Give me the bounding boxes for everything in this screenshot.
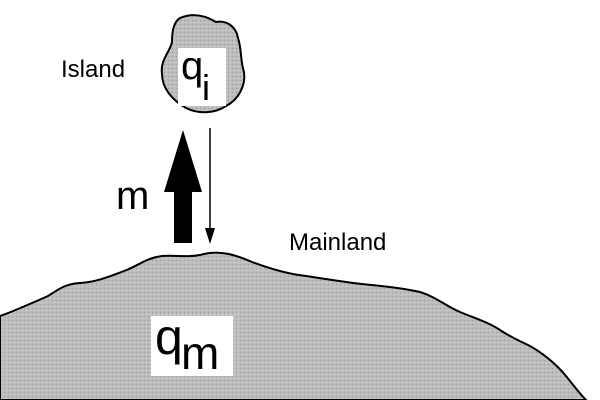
mainland-frequency-subscript: m bbox=[181, 327, 220, 379]
return-arrow-head bbox=[205, 228, 215, 244]
mainland-label: Mainland bbox=[289, 229, 387, 256]
migration-arrow-up bbox=[164, 130, 202, 243]
mainland-frequency-label: q m bbox=[151, 312, 233, 379]
mainland-landmass bbox=[0, 251, 588, 400]
mainland-frequency-symbol: q bbox=[155, 309, 183, 365]
migration-rate-label: m bbox=[116, 174, 150, 218]
island-frequency-label: q i bbox=[178, 44, 226, 108]
island-frequency-symbol: q bbox=[181, 44, 204, 88]
island-label: Island bbox=[61, 56, 126, 83]
island-frequency-subscript: i bbox=[202, 67, 210, 108]
